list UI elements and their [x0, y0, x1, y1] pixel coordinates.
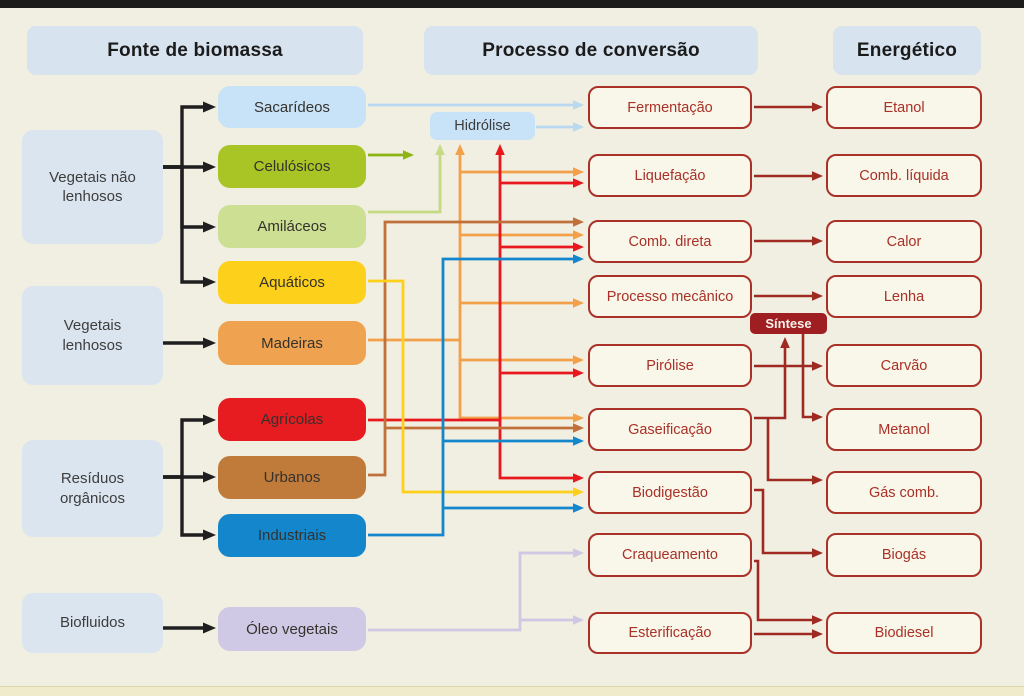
wire-vnl-amilaceos	[163, 165, 216, 233]
bottom-edge-strip	[0, 686, 1024, 696]
wire-aquaticos-biodigestao	[368, 279, 584, 497]
wire-sintese-metanol	[801, 334, 823, 422]
product-biodiesel: Biodiesel	[826, 612, 982, 654]
wire-bf-oleo-vegetais	[163, 622, 216, 634]
wire-vl-madeiras	[163, 337, 216, 349]
biomass-type-oleo-vegetais: Óleo vegetais	[218, 607, 366, 651]
biomass-type-aquaticos: Aquáticos	[218, 261, 366, 304]
wire-agricolas-pirolise	[500, 368, 584, 378]
header-fonte-de-biomassa: Fonte de biomassa	[27, 26, 363, 75]
wire-ro-urbanos	[163, 471, 216, 483]
process-craqueamento: Craqueamento	[588, 533, 752, 577]
wire-gaseificacao-sintese	[754, 337, 790, 420]
wire-oleo-craqueamento	[368, 548, 584, 632]
wire-agricolas-comb-direta	[500, 242, 584, 252]
wire-oleo-esterificacao	[520, 615, 584, 625]
wire-gaseificacao-gas-comb	[766, 418, 823, 485]
wire-processo-mecanico-lenha	[754, 291, 823, 301]
wire-craqueamento-biodiesel	[754, 559, 823, 625]
category-vegetais-lenhosos: Vegetais lenhosos	[22, 286, 163, 385]
wire-vnl-celulosicos	[163, 161, 216, 173]
wire-urbanos-comb-direta	[368, 217, 584, 477]
category-vegetais-nao-lenhosos: Vegetais não lenhosos	[22, 130, 163, 244]
wire-vnl-aquaticos	[163, 165, 216, 288]
process-processo-mecanico: Processo mecânico	[588, 275, 752, 318]
wire-madeiras-liquefacao	[460, 167, 584, 177]
wire-madeiras-pirolise	[458, 340, 584, 365]
process-fermentacao: Fermentação	[588, 86, 752, 129]
node-sintese: Síntese	[750, 313, 827, 334]
wire-madeiras-hidrolise	[368, 144, 465, 342]
wire-biodigestao-biogas	[754, 488, 823, 558]
category-residuos-organicos: Resíduos orgânicos	[22, 440, 163, 537]
product-calor: Calor	[826, 220, 982, 263]
wire-fermentacao-etanol	[754, 102, 823, 112]
process-liquefacao: Liquefação	[588, 154, 752, 197]
wire-agricolas-liquefacao	[500, 178, 584, 188]
wire-esterificacao-biodiesel	[754, 629, 823, 639]
product-gas-comb: Gás comb.	[826, 471, 982, 514]
process-esterificacao: Esterificação	[588, 612, 752, 654]
wire-liquefacao-comb-liquida	[754, 171, 823, 181]
wire-agricolas-biodigestao	[498, 420, 584, 483]
product-lenha: Lenha	[826, 275, 982, 318]
wire-ro-agricolas	[163, 414, 216, 479]
biomass-type-sacarideos: Sacarídeos	[218, 86, 366, 128]
wire-madeiras-processo-mecanico	[460, 298, 584, 308]
biomass-type-industriais: Industriais	[218, 514, 366, 557]
biomass-type-urbanos: Urbanos	[218, 456, 366, 499]
wire-sacarideos-fermentacao	[368, 100, 584, 110]
biomass-type-celulosicos: Celulósicos	[218, 145, 366, 188]
wire-madeiras-gaseificacao	[458, 360, 584, 423]
biomass-type-amilaceos: Amiláceos	[218, 205, 366, 248]
process-biodigestao: Biodigestão	[588, 471, 752, 514]
node-hidrolise: Hidrólise	[430, 112, 535, 140]
wire-urbanos-gaseificacao	[385, 423, 584, 433]
wire-vnl-sacarideos	[163, 101, 216, 169]
wire-industriais-comb-direta	[368, 254, 584, 537]
wire-agricolas-hidrolise	[368, 144, 505, 422]
product-etanol: Etanol	[826, 86, 982, 129]
process-gaseificacao: Gaseificação	[588, 408, 752, 451]
process-pirolise: Pirólise	[588, 344, 752, 387]
header-energetico: Energético	[833, 26, 981, 75]
header-processo-de-conversao: Processo de conversão	[424, 26, 758, 75]
wire-pirolise-carvao	[754, 361, 823, 371]
wire-celulosicos-hidrolise	[368, 150, 414, 160]
wire-industriais-biodigestao	[443, 503, 584, 513]
category-biofluidos: Biofluidos	[22, 593, 163, 653]
wire-ro-industriais	[163, 475, 216, 541]
wire-industriais-gaseificacao	[443, 436, 584, 446]
wire-comb-direta-calor	[754, 236, 823, 246]
product-comb-liquida: Comb. líquida	[826, 154, 982, 197]
wire-madeiras-comb-direta	[460, 230, 584, 240]
wire-hidrolise-fermentacao	[536, 122, 584, 132]
biomass-type-agricolas: Agrícolas	[218, 398, 366, 441]
wire-amilaceos-hidrolise	[368, 144, 445, 214]
top-edge-strip	[0, 0, 1024, 8]
product-carvao: Carvão	[826, 344, 982, 387]
product-biogas: Biogás	[826, 533, 982, 577]
process-comb-direta: Comb. direta	[588, 220, 752, 263]
biomass-type-madeiras: Madeiras	[218, 321, 366, 365]
product-metanol: Metanol	[826, 408, 982, 451]
